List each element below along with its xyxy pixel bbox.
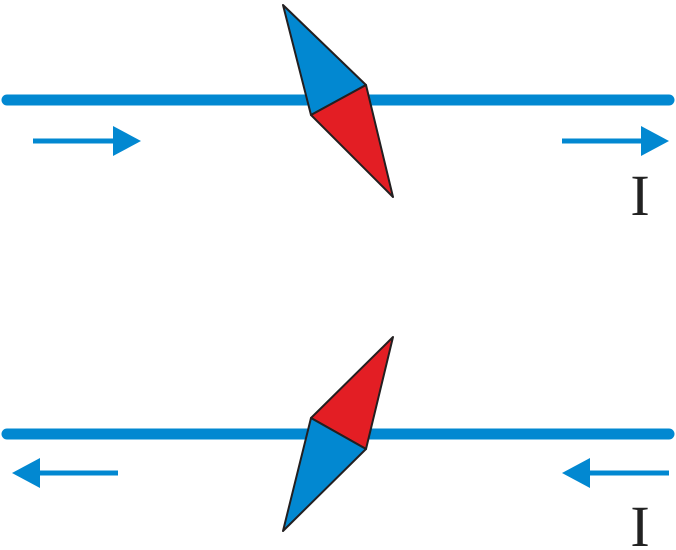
bottom-left-current-arrow xyxy=(12,458,118,488)
bottom-right-current-arrow xyxy=(562,458,669,488)
bottom-panel: I xyxy=(1,336,675,550)
top-right-current-arrow xyxy=(562,126,669,156)
top-current-label: I xyxy=(630,163,649,228)
top-left-current-arrow xyxy=(33,126,141,156)
top-panel: I xyxy=(1,4,675,228)
bottom-compass-needle xyxy=(282,336,394,532)
bottom-current-label: I xyxy=(630,494,649,550)
top-needle-north-half xyxy=(310,84,394,198)
top-compass-needle xyxy=(282,4,394,198)
bottom-needle-south-half xyxy=(282,417,367,532)
